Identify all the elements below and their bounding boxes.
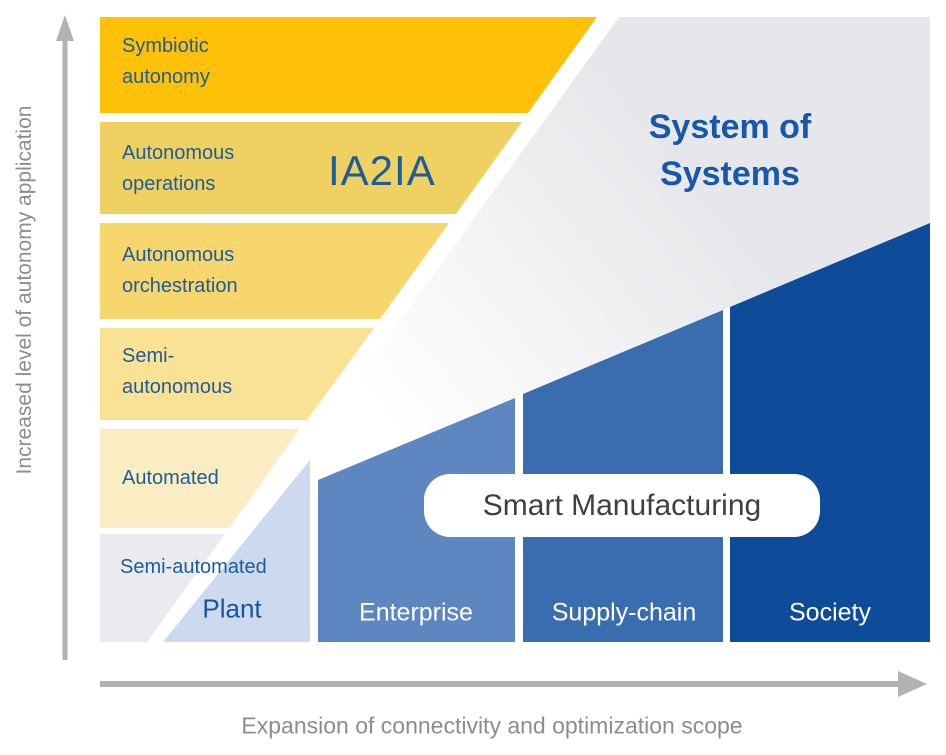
x-axis-label: Expansion of connectivity and optimizati… bbox=[241, 712, 743, 739]
y-axis-arrow bbox=[62, 38, 68, 660]
step-enterprise-shape bbox=[318, 398, 515, 642]
step-label-society: Society bbox=[789, 598, 871, 627]
band-label-symbiotic-autonomy: Symbiotic autonomy bbox=[122, 31, 210, 93]
band-label-line: Symbiotic bbox=[122, 35, 209, 57]
x-axis-arrow bbox=[100, 681, 899, 687]
band-semi-automated-shape bbox=[100, 534, 225, 642]
x-axis-arrowhead-icon bbox=[898, 671, 927, 697]
band-label-autonomous-operations: Autonomous operations bbox=[122, 138, 234, 200]
band-label-line: autonomy bbox=[122, 66, 210, 88]
band-label-line: Semi- bbox=[122, 345, 175, 367]
band-label-automated: Automated bbox=[122, 463, 219, 494]
step-society-shape bbox=[730, 223, 930, 642]
band-label-autonomous-orchestration: Autonomous orchestration bbox=[122, 240, 238, 302]
band-label-semi-autonomous: Semi- autonomous bbox=[122, 341, 232, 403]
band-symbiotic-autonomy-shape bbox=[100, 17, 597, 113]
smart-manufacturing-badge: Smart Manufacturing bbox=[424, 474, 820, 537]
band-autonomous-operations-shape bbox=[100, 122, 522, 214]
step-label-enterprise: Enterprise bbox=[359, 598, 473, 627]
ia2ia-annotation: IA2IA bbox=[328, 147, 436, 194]
step-label-supply-chain: Supply-chain bbox=[551, 598, 697, 627]
band-label-line: orchestration bbox=[122, 275, 238, 297]
band-label-line: Autonomous bbox=[122, 244, 235, 266]
system-of-systems-region bbox=[271, 17, 930, 500]
y-axis-label: Increased level of autonomy application bbox=[13, 105, 36, 475]
band-label-line: autonomous bbox=[122, 376, 233, 398]
system-of-systems-line: Systems bbox=[660, 155, 800, 193]
band-semi-autonomous-shape bbox=[100, 328, 374, 420]
smart-manufacturing-label: Smart Manufacturing bbox=[482, 488, 762, 522]
step-plant-shape bbox=[163, 460, 310, 642]
system-of-systems-title: System of Systems bbox=[580, 104, 880, 198]
band-label-line: Automated bbox=[122, 467, 219, 489]
band-label-semi-automated: Semi-automated bbox=[120, 556, 267, 578]
band-label-line: Autonomous bbox=[122, 142, 235, 164]
band-label-line: operations bbox=[122, 173, 216, 195]
system-of-systems-line: System of bbox=[648, 108, 812, 146]
step-label-plant: Plant bbox=[202, 593, 262, 624]
band-autonomous-orchestration-shape bbox=[100, 223, 449, 319]
y-axis-arrowhead-icon bbox=[56, 15, 74, 41]
band-automated-shape bbox=[100, 429, 300, 528]
